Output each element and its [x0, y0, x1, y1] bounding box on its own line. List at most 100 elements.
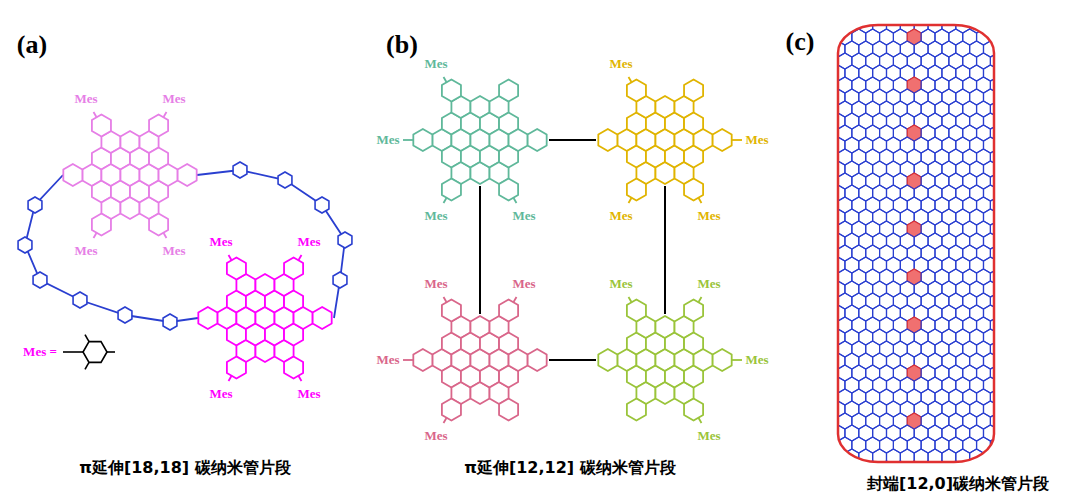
lattice-hexagon — [900, 449, 914, 462]
benzene-ring — [627, 179, 646, 201]
lattice-hexagon — [914, 449, 928, 462]
phenylene-chain — [18, 162, 352, 330]
substituent-label: Mes — [744, 133, 769, 147]
phenylene-ring — [33, 272, 47, 288]
benzene-ring — [627, 399, 646, 421]
benzene-ring — [684, 399, 703, 421]
benzene-ring — [83, 342, 107, 363]
substituent-label: Mes — [608, 277, 633, 291]
chain-bond — [197, 170, 345, 318]
substituent-bond — [699, 418, 702, 423]
substituent-bond — [299, 376, 302, 381]
nanotube-cap-outline — [838, 25, 994, 462]
substituent-label: Mes — [161, 92, 186, 106]
nanotube-ground — [838, 25, 994, 462]
benzene-ring — [413, 349, 432, 371]
methyl-bond — [107, 351, 115, 353]
benzene-ring — [149, 115, 168, 137]
lattice-hexagon — [983, 25, 994, 33]
substituent-bond — [444, 297, 447, 302]
phenylene-ring — [18, 237, 32, 253]
substituent-label: Mes — [608, 57, 633, 71]
substituent-bond — [94, 112, 97, 117]
substituent-label: Mes — [73, 92, 98, 106]
phenylene-ring — [333, 272, 347, 288]
substituent-label: Mes — [375, 353, 400, 367]
benzene-ring — [198, 307, 217, 329]
benzene-ring — [684, 80, 703, 102]
lattice-hexagon — [886, 449, 900, 462]
lattice-hexagon — [942, 449, 956, 462]
substituent-bond — [699, 297, 702, 302]
linker-bonds — [480, 140, 665, 360]
benzene-ring — [313, 307, 332, 329]
aromatic-unit — [63, 115, 196, 236]
benzene-ring — [284, 357, 303, 379]
benzene-ring — [499, 399, 518, 421]
substituent-label: Mes — [696, 209, 721, 223]
methyl-bond — [85, 362, 89, 369]
substituent-bond — [299, 255, 302, 260]
benzene-ring — [509, 129, 528, 151]
substituent-bonds — [94, 77, 742, 423]
nanotube-lattice — [838, 25, 994, 462]
attachment-bond — [63, 351, 83, 353]
benzene-ring — [413, 129, 432, 151]
phenylene-ring — [315, 197, 329, 213]
substituent-label: Mes — [744, 353, 769, 367]
linker-bond — [549, 359, 596, 361]
substituent-bond — [514, 297, 517, 302]
lattice-hexagon — [928, 449, 942, 462]
linker-bond — [549, 139, 596, 141]
benzene-ring — [694, 349, 713, 371]
benzene-ring — [627, 300, 646, 322]
panel-caption: π延伸[12,12] 碳纳米管片段 — [463, 459, 676, 477]
mesityl-structure — [63, 335, 115, 370]
panel-caption: 封端[12,0]碳纳米管片段 — [866, 475, 1050, 493]
benzene-ring — [149, 214, 168, 236]
benzene-ring — [178, 164, 197, 186]
substituent-bond — [699, 198, 702, 203]
phenylene-ring — [338, 232, 352, 248]
substituent-label: Mes — [423, 57, 448, 71]
substituent-bond — [403, 359, 413, 361]
substituent-label: Mes — [423, 209, 448, 223]
substituent-bond — [164, 112, 167, 117]
benzene-ring — [499, 300, 518, 322]
benzene-ring — [227, 258, 246, 280]
lattice-hexagon — [838, 449, 845, 462]
benzene-ring — [227, 357, 246, 379]
substituent-bond — [229, 376, 232, 381]
lattice-hexagon — [990, 461, 994, 462]
panel-letter: (b) — [385, 31, 419, 60]
substituent-bond — [732, 359, 742, 361]
phenylene-ring — [163, 314, 177, 330]
substituent-bond — [444, 77, 447, 82]
substituent-label: Mes — [696, 277, 721, 291]
substituent-bond — [444, 418, 447, 423]
mesityl-definition: Mes = — [22, 345, 58, 359]
benzene-ring — [499, 179, 518, 201]
benzene-ring — [294, 307, 313, 329]
benzene-ring — [442, 80, 461, 102]
substituent-label: Mes — [696, 429, 721, 443]
linker-bond — [664, 186, 666, 314]
linker-bond — [479, 186, 481, 314]
benzene-ring — [159, 164, 178, 186]
phenylene-ring — [73, 292, 87, 308]
benzene-ring — [92, 115, 111, 137]
panel-caption: π延伸[18,18] 碳纳米管片段 — [78, 459, 291, 477]
aromatic-unit — [413, 80, 546, 201]
benzene-ring — [713, 129, 732, 151]
substituent-bond — [629, 198, 632, 203]
benzene-ring — [694, 129, 713, 151]
substituent-bond — [629, 77, 632, 82]
substituent-label: Mes — [73, 244, 98, 258]
panel-letter: (c) — [785, 28, 816, 57]
substituent-label: Mes — [375, 133, 400, 147]
benzene-ring — [713, 349, 732, 371]
substituent-label: Mes — [511, 209, 536, 223]
substituent-bond — [403, 139, 413, 141]
lattice-hexagon — [838, 461, 852, 462]
phenylene-ring — [278, 172, 292, 188]
